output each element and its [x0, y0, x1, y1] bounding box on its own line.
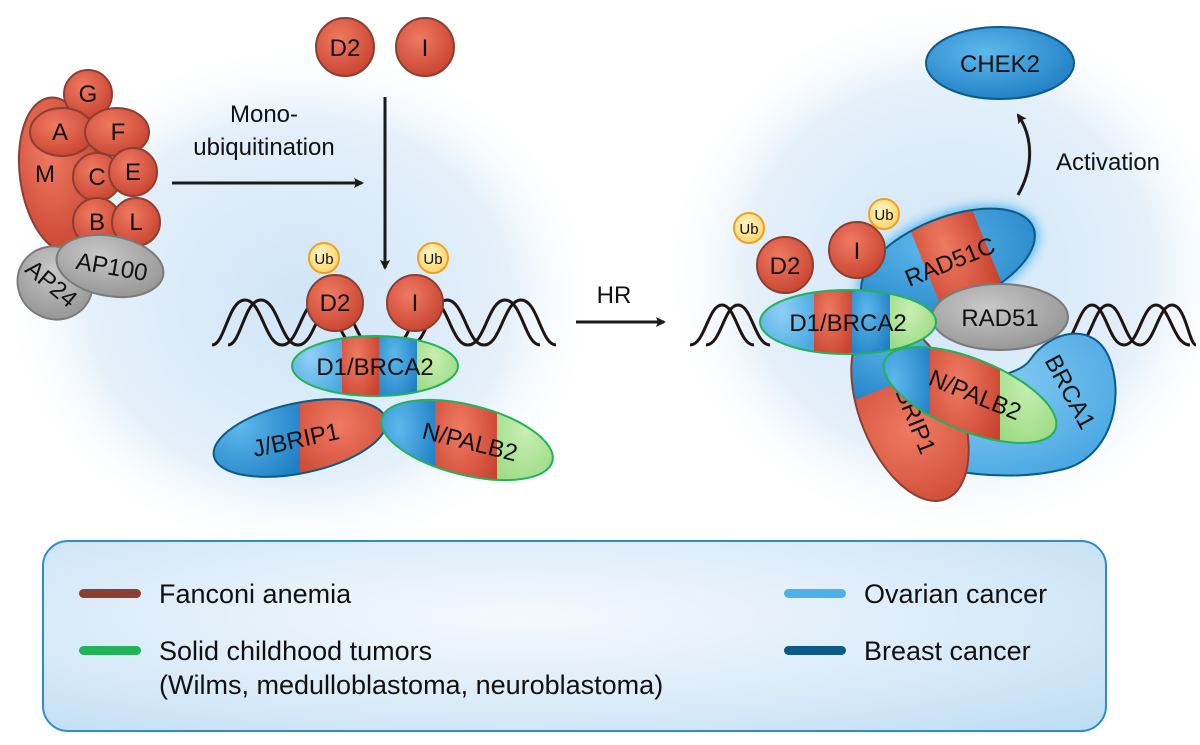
label-a: A [52, 119, 68, 146]
legend-swatch-breast [784, 646, 846, 655]
protein-d1-brca2 [292, 336, 458, 396]
label-e: E [125, 159, 141, 186]
label-d1-brca2: D1/BRCA2 [789, 310, 906, 337]
ub-label: Ub [423, 251, 442, 268]
left-complex: Ub Ub D2 I D1/BRCA2 J/BRIP1 N/PALB2 [206, 242, 561, 496]
fa-core-complex: G A F M C E B L AP100 AP24 [16, 69, 165, 321]
label-i: I [854, 238, 861, 265]
legend-label: Ovarian cancer [864, 579, 1048, 609]
ubiquitin-icon [308, 242, 340, 274]
legend-sublabel: (Wilms, medulloblastoma, neuroblastoma) [159, 670, 664, 700]
protein-chek2 [925, 26, 1075, 100]
legend-swatch-ovarian [784, 589, 846, 598]
label-rad51: RAD51 [961, 305, 1038, 332]
legend-item-solid-tumors: Solid childhood tumors (Wilms, medullobl… [79, 634, 663, 702]
label-m: M [35, 161, 55, 188]
dna-right [689, 303, 1197, 347]
label-free-d2: D2 [330, 35, 361, 62]
label-chek2: CHEK2 [960, 51, 1040, 78]
hr-label: HR [597, 282, 632, 309]
legend-label: Breast cancer [864, 636, 1031, 666]
label-f: F [111, 119, 126, 146]
label-c: C [88, 164, 105, 191]
monoubiquitination-label-2: ubiquitination [193, 134, 334, 161]
ubiquitin-icon [733, 212, 765, 244]
protein-ap100 [55, 234, 165, 298]
label-l: L [129, 209, 142, 236]
ub-label: Ub [739, 221, 758, 238]
label-free-i: I [422, 35, 429, 62]
label-b: B [89, 209, 105, 236]
legend-item-fanconi-anemia: Fanconi anemia [79, 577, 351, 611]
free-protein-i [395, 17, 455, 77]
legend-swatch-solid-tumors [79, 646, 141, 655]
free-protein-d2 [315, 17, 375, 77]
monoubiquitination-label-1: Mono- [230, 101, 298, 128]
ub-label: Ub [314, 251, 333, 268]
protein-d2 [306, 274, 364, 332]
legend-label: Fanconi anemia [159, 579, 352, 609]
label-d2: D2 [770, 253, 801, 280]
label-i: I [412, 290, 419, 317]
ubiquitin-icon [417, 242, 449, 274]
label-g: G [79, 81, 98, 108]
protein-i [828, 221, 886, 279]
label-d1-brca2: D1/BRCA2 [316, 354, 433, 381]
legend-swatch-fanconi [79, 589, 141, 598]
ubiquitin-icon [868, 198, 900, 230]
protein-e [108, 147, 158, 197]
legend-item-breast-cancer: Breast cancer [784, 634, 1031, 668]
right-complex: BRCA1 J/BRIP1 N/PALB2 RAD51C RAD51 [733, 188, 1117, 518]
legend-label: Solid childhood tumors [159, 636, 433, 666]
label-d2: D2 [320, 290, 351, 317]
protein-i [386, 274, 444, 332]
activation-label: Activation [1056, 149, 1160, 176]
legend: Fanconi anemia Solid childhood tumors (W… [42, 540, 1107, 732]
activation-arrow [1016, 113, 1032, 196]
legend-item-ovarian-cancer: Ovarian cancer [784, 577, 1047, 611]
ub-label: Ub [874, 207, 893, 224]
protein-d2 [756, 236, 814, 294]
